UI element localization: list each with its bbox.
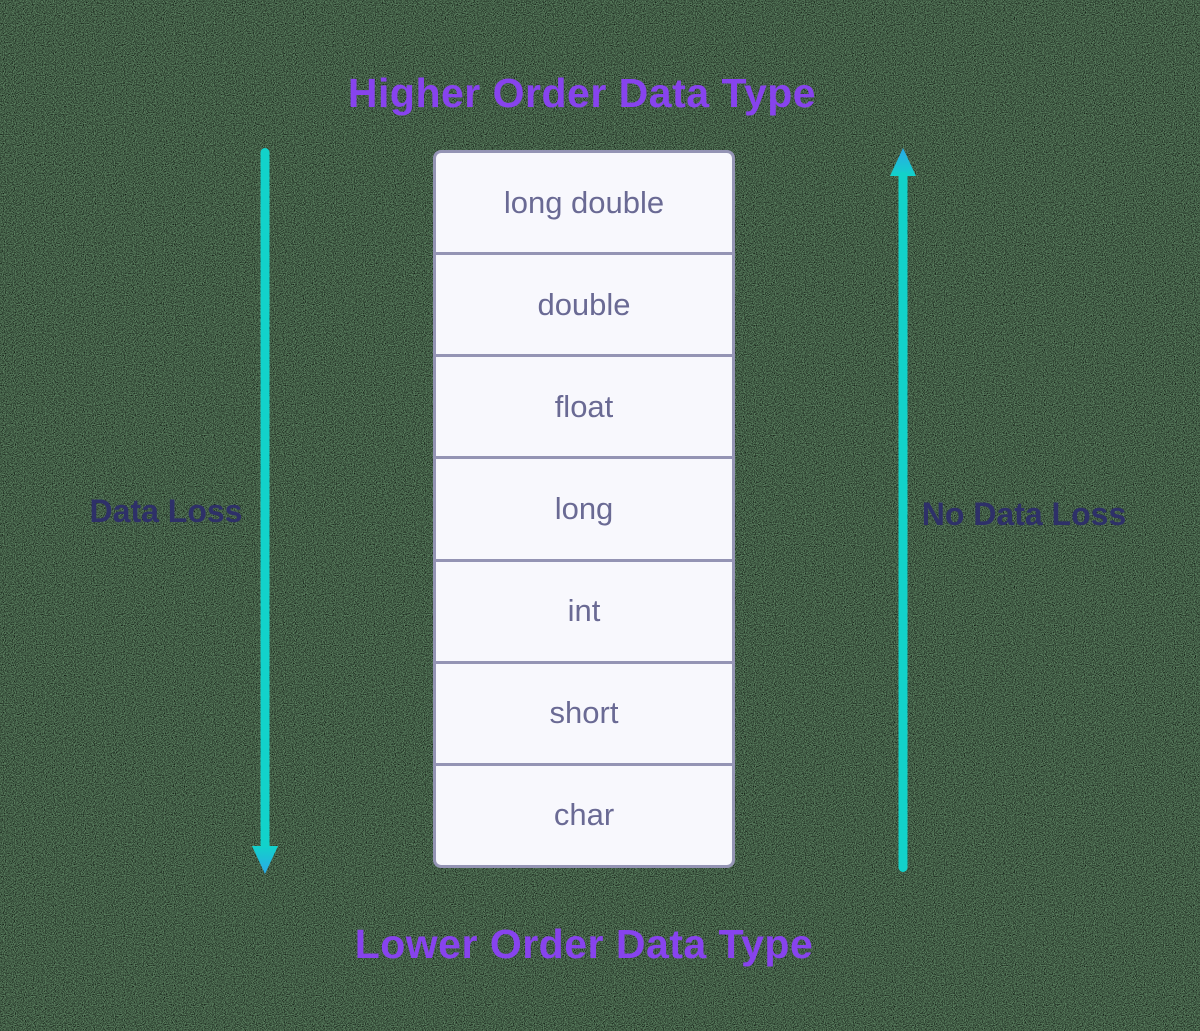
higher-order-title: Higher Order Data Type xyxy=(347,70,817,116)
data-type-table: long double double float long int short … xyxy=(433,150,735,868)
no-data-loss-arrow-up-icon xyxy=(890,148,916,872)
data-loss-arrow-down-icon xyxy=(252,148,278,874)
type-row-long-double: long double xyxy=(503,184,665,220)
lower-order-title: Lower Order Data Type xyxy=(354,921,814,967)
type-row-long: long xyxy=(436,456,732,558)
type-row-char: char xyxy=(436,762,732,865)
data-loss-label: Data Loss xyxy=(89,493,243,529)
type-row-short: short xyxy=(436,660,732,763)
type-row-double: double xyxy=(436,252,732,354)
type-row-float: float xyxy=(436,354,732,456)
type-row-int: int xyxy=(436,558,732,661)
no-data-loss-label: No Data Loss xyxy=(921,496,1127,532)
